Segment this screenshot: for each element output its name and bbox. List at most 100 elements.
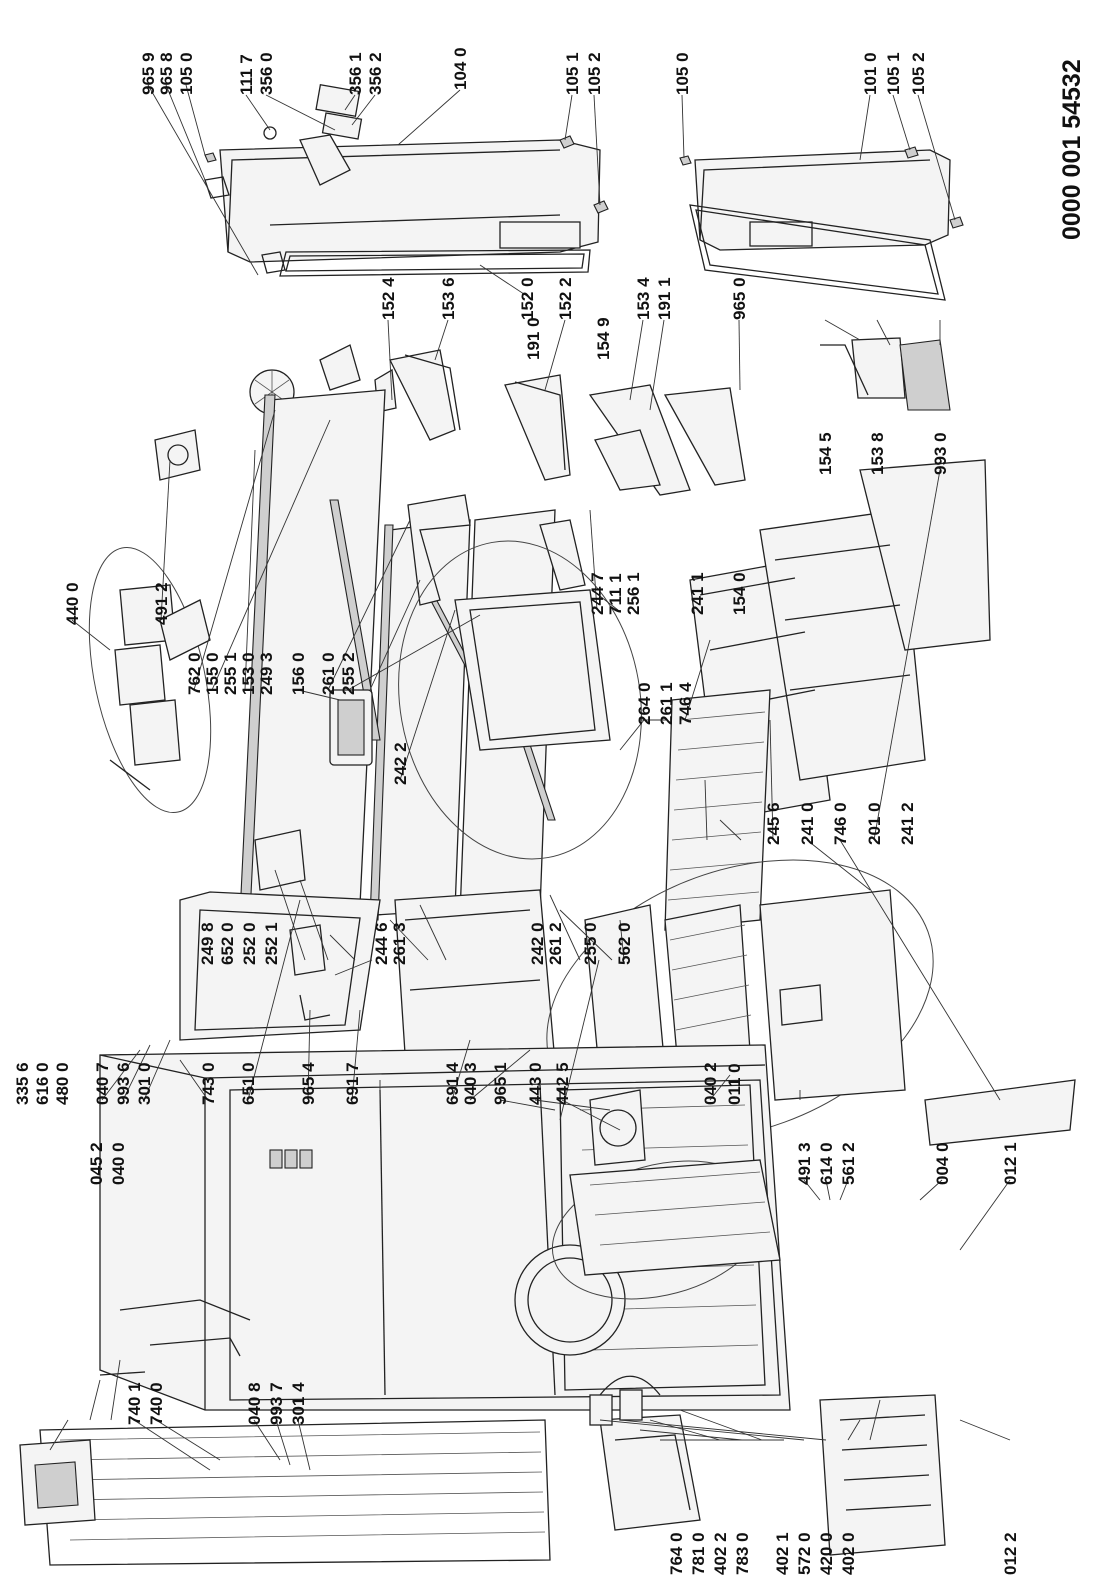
label-156-0: 156 0	[289, 652, 308, 695]
label-965-0: 965 0	[730, 277, 749, 320]
label-301-0: 301 0	[135, 1062, 154, 1105]
evaporator-group	[546, 859, 934, 1141]
label-154-9: 154 9	[594, 317, 613, 360]
glass-shelf-rack	[664, 689, 771, 931]
label-993-0: 993 0	[931, 432, 950, 475]
label-652-0: 652 0	[218, 922, 237, 965]
label-965-4: 965 4	[299, 1062, 318, 1105]
door-balconies	[319, 337, 951, 496]
freezer-door-gasket	[279, 249, 591, 277]
label-040-2: 040 2	[701, 1062, 720, 1105]
label-040-3: 040 3	[461, 1062, 480, 1105]
leader-lines	[49, 84, 1011, 1471]
freezer-door	[204, 83, 609, 274]
label-491-3: 491 3	[795, 1142, 814, 1185]
label-152-4: 152 4	[379, 277, 398, 320]
label-012-2: 012 2	[1001, 1532, 1020, 1575]
label-255-1: 255 1	[221, 652, 240, 695]
lamp-cover	[254, 829, 331, 1021]
label-040-0: 040 0	[109, 1142, 128, 1185]
air-damper-group	[88, 546, 212, 814]
label-443-0: 443 0	[526, 1062, 545, 1105]
label-561-2: 561 2	[839, 1142, 858, 1185]
label-155-0: 155 0	[203, 652, 222, 695]
document-number: 0000 001 54532	[1058, 59, 1086, 240]
vent-cover	[154, 429, 201, 481]
label-402-0: 402 0	[839, 1532, 858, 1575]
label-993-7: 993 7	[267, 1382, 286, 1425]
label-152-0: 152 0	[518, 277, 537, 320]
label-420-0: 420 0	[817, 1532, 836, 1575]
label-245-6: 245 6	[764, 802, 783, 845]
rear-tubing	[99, 1299, 251, 1376]
label-562-0: 562 0	[615, 922, 634, 965]
compressor-base-plate	[551, 1159, 781, 1300]
label-242-2: 242 2	[391, 742, 410, 785]
label-045-2: 045 2	[87, 1142, 106, 1185]
label-105-1: 105 1	[563, 52, 582, 95]
label-011-0: 011 0	[725, 1063, 744, 1105]
label-105-0-b: 105 0	[673, 52, 692, 95]
label-781-0: 781 0	[689, 1532, 708, 1575]
condenser-coil	[39, 1419, 551, 1566]
label-746-0: 746 0	[831, 802, 850, 845]
label-105-0: 105 0	[177, 52, 196, 95]
rear-cover	[924, 1079, 1076, 1146]
label-743-0: 743 0	[199, 1062, 218, 1105]
label-191-0: 191 0	[524, 317, 543, 360]
shelf-frame-front	[407, 494, 586, 606]
fridge-door-gasket	[689, 204, 946, 301]
label-301-4: 301 4	[289, 1382, 308, 1425]
label-152-2: 152 2	[556, 277, 575, 320]
label-746-4: 746 4	[676, 682, 695, 725]
label-153-0: 153 0	[239, 652, 258, 695]
label-491-2: 491 2	[152, 582, 171, 625]
fridge-door	[679, 146, 964, 251]
label-440-0: 440 0	[63, 582, 82, 625]
label-241-0: 241 0	[798, 802, 817, 845]
label-242-0: 242 0	[528, 922, 547, 965]
label-740-1: 740 1	[125, 1382, 144, 1425]
label-105-2: 105 2	[585, 52, 604, 95]
label-105-2-b: 105 2	[909, 52, 928, 95]
label-261-0: 261 0	[319, 652, 338, 695]
label-040-7: 040 7	[93, 1062, 112, 1105]
label-241-1: 241 1	[688, 572, 707, 615]
label-965-1: 965 1	[491, 1062, 510, 1105]
label-356-2: 356 2	[366, 52, 385, 95]
label-402-2: 402 2	[711, 1532, 730, 1575]
label-740-0: 740 0	[147, 1382, 166, 1425]
label-040-8: 040 8	[245, 1382, 264, 1425]
thermostat-housing	[329, 689, 373, 766]
label-241-2: 241 2	[898, 802, 917, 845]
label-256-1: 256 1	[624, 572, 643, 615]
label-101-0: 101 0	[861, 52, 880, 95]
label-252-0: 252 0	[240, 922, 259, 965]
label-255-0: 255 0	[581, 922, 600, 965]
label-651-0: 651 0	[239, 1062, 258, 1105]
part-labels: 965 9 965 8 105 0 111 7 356 0 356 1 356 …	[13, 47, 1020, 1575]
control-board	[19, 1439, 96, 1526]
label-255-2: 255 2	[339, 652, 358, 695]
label-153-6: 153 6	[439, 277, 458, 320]
label-249-8: 249 8	[198, 922, 217, 965]
wiring-harness	[599, 1375, 661, 1396]
label-261-2: 261 2	[546, 922, 565, 965]
label-402-1: 402 1	[773, 1532, 792, 1575]
label-993-6: 993 6	[114, 1062, 133, 1105]
label-711-1: 711 1	[606, 573, 625, 615]
label-244-6: 244 6	[372, 922, 391, 965]
light-assembly	[179, 891, 381, 1041]
label-356-0: 356 0	[257, 52, 276, 95]
base-grille	[819, 1394, 946, 1556]
drain-tray	[599, 1414, 701, 1531]
label-111-7: 111 7	[237, 54, 256, 95]
label-783-0: 783 0	[733, 1532, 752, 1575]
label-616-0: 616 0	[33, 1062, 52, 1105]
label-356-1: 356 1	[346, 52, 365, 95]
label-244-7: 244 7	[588, 572, 607, 615]
label-480-0: 480 0	[53, 1062, 72, 1105]
label-264-0: 264 0	[635, 682, 654, 725]
label-691-7: 691 7	[343, 1062, 362, 1105]
label-335-6: 335 6	[13, 1062, 32, 1105]
